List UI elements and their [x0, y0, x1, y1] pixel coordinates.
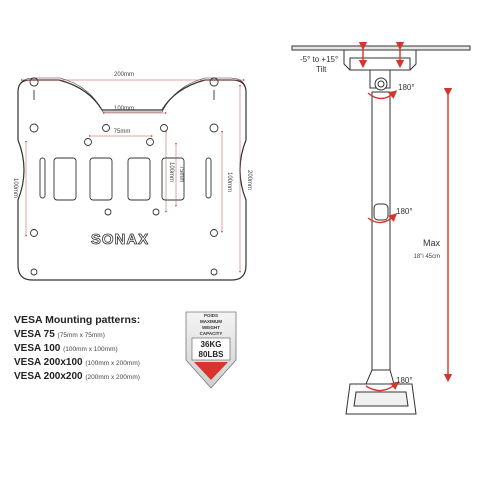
badge-caption-4: CAPACITY: [200, 331, 223, 336]
tilt-label: Tilt: [316, 65, 327, 74]
dim-height-100-right: 100mm: [226, 172, 232, 192]
vesa-pattern-label: VESA 200x200: [14, 371, 83, 382]
dim-height-100-left: 100mm: [12, 178, 18, 198]
vesa-pattern-item: VESA 200x200 (200mm x 200mm): [14, 370, 234, 384]
vesa-pattern-label: VESA 100: [14, 343, 61, 354]
badge-caption-1: POIDS: [204, 313, 218, 318]
vesa-pattern-label: VESA 75: [14, 329, 55, 340]
badge-lbs: 80LBS: [199, 350, 225, 359]
weight-capacity-badge: POIDS MAXIMUM WEIGHT CAPACITY 36KG 80LBS: [185, 311, 237, 389]
tilt-range-label: -5° to +15°: [300, 55, 338, 64]
vesa-patterns: VESA Mounting patterns: VESA 75 (75mm x …: [14, 314, 234, 384]
vesa-pattern-item: VESA 200x100 (100mm x 200mm): [14, 356, 234, 370]
badge-caption-3: WEIGHT: [202, 325, 220, 330]
max-extension-value: 18"i 45cm: [414, 254, 440, 260]
plate-slots: [39, 157, 212, 201]
dim-height-200: 200mm: [246, 170, 252, 190]
vesa-title: VESA Mounting patterns:: [14, 314, 141, 326]
swivel-mid-label: 180°: [396, 207, 413, 216]
vesa-pattern-label: VESA 200x100: [14, 357, 83, 368]
vesa-pattern-item: VESA 75 (75mm x 75mm): [14, 328, 234, 342]
vesa-pattern-detail: (100mm x 200mm): [85, 360, 140, 367]
vesa-plate: SONAX 200mm 100mm 75mm 100mm 100mm 75mm …: [12, 72, 252, 281]
dim-width-200: 200mm: [114, 72, 134, 78]
dimension-lines: [21, 79, 245, 273]
vesa-pattern-detail: (200mm x 200mm): [85, 374, 140, 381]
dim-width-75: 75mm: [114, 129, 131, 135]
swivel-top-label: 180°: [398, 83, 415, 92]
max-extension-label: Max: [423, 238, 441, 248]
dim-height-75: 75mm: [178, 166, 184, 183]
badge-caption-2: MAXIMUM: [200, 319, 222, 324]
swivel-base-label: 180°: [396, 376, 413, 385]
motion-arrows: [358, 41, 453, 392]
dim-height-100-inner: 100mm: [168, 162, 174, 182]
ceiling-mount: [291, 45, 471, 415]
brand-logo: SONAX: [91, 231, 149, 248]
keyhole-slots: [29, 77, 219, 276]
badge-kg: 36KG: [201, 340, 222, 349]
vesa-pattern-item: VESA 100 (100mm x 100mm): [14, 342, 234, 356]
vesa-pattern-detail: (75mm x 75mm): [57, 332, 105, 339]
vesa-pattern-detail: (100mm x 100mm): [63, 346, 118, 353]
dim-width-100: 100mm: [114, 106, 134, 112]
